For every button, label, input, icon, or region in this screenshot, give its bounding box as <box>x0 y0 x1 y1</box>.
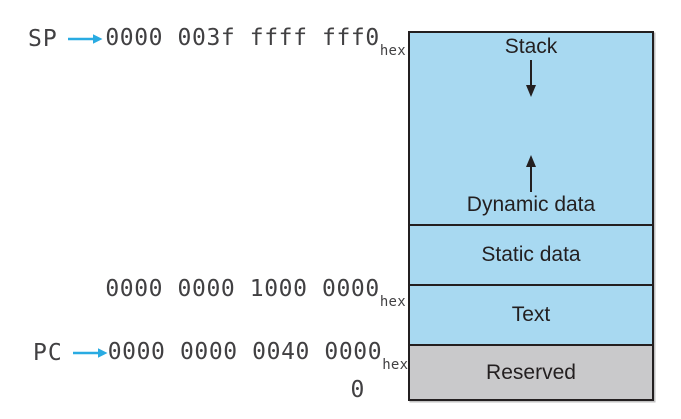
segment-label-static-data: Static data <box>481 243 581 266</box>
segment-label-dynamic-data: Dynamic data <box>466 193 596 216</box>
pc-address-row: PC 0000 0000 0040 0000hex <box>33 338 409 373</box>
segment-label-reserved: Reserved <box>486 360 576 384</box>
static-base-address-row: 0000 0000 1000 0000hex <box>28 275 406 310</box>
sp-address-value: 0000 003f ffff fff0hex <box>105 24 406 59</box>
hex-subscript: hex <box>382 356 409 373</box>
pc-register-label: PC <box>33 340 63 366</box>
zero-address-value: 0 <box>350 377 365 403</box>
hex-subscript: hex <box>379 293 406 310</box>
segment-reserved: Reserved <box>410 346 652 399</box>
segment-text: Text <box>410 286 652 346</box>
segment-stack-dynamic: Stack Dynamic data <box>410 33 652 226</box>
zero-address-row: 0 <box>28 377 406 403</box>
segment-label-text: Text <box>511 303 551 326</box>
segment-label-stack: Stack <box>504 35 558 58</box>
right-arrow-icon <box>72 348 108 358</box>
memory-map-box: Stack Dynamic data Static data Text Rese… <box>408 31 654 401</box>
sp-address-row: SP 0000 003f ffff fff0hex <box>28 24 406 59</box>
hex-subscript: hex <box>379 42 406 59</box>
sp-register-label: SP <box>28 26 58 52</box>
up-arrow-icon <box>526 155 536 192</box>
pc-address-value: 0000 0000 0040 0000hex <box>107 338 409 373</box>
down-arrow-icon <box>526 60 536 97</box>
static-base-address-value: 0000 0000 1000 0000hex <box>105 275 406 310</box>
segment-static-data: Static data <box>410 226 652 286</box>
right-arrow-icon <box>67 34 103 44</box>
